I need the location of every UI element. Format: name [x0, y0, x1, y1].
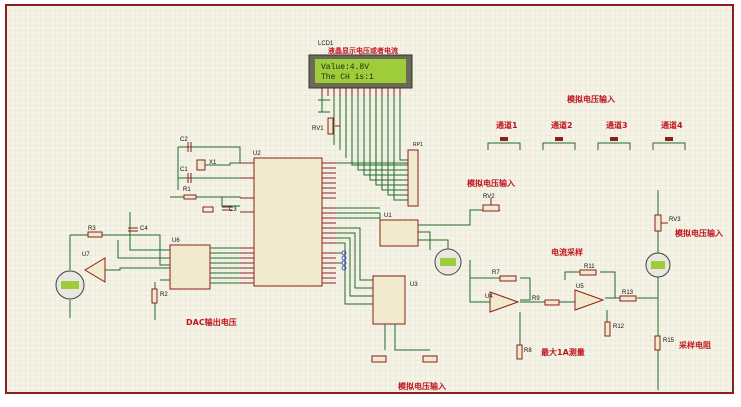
c4-capacitor[interactable] [128, 227, 138, 232]
opamp-u4[interactable] [489, 291, 520, 313]
r11-resistor[interactable] [579, 269, 597, 276]
u3-wires [384, 324, 430, 351]
rv2-ref: RV2 [483, 194, 495, 200]
lcd-ref: LCD1 [318, 41, 334, 47]
r12-resistor[interactable] [604, 321, 611, 337]
analog-input-top-label: 模拟电压输入 [567, 94, 615, 104]
r13-ref: R13 [622, 290, 634, 296]
c1-ref: C1 [180, 167, 188, 173]
u3-ref: U3 [410, 282, 418, 288]
u6-ref: U6 [172, 238, 180, 244]
sheet-border [5, 4, 734, 394]
channel-4-label: 通道4 [661, 120, 683, 130]
u1-ref: U1 [384, 213, 392, 219]
dac-u6[interactable] [169, 244, 211, 290]
mcu-u2[interactable] [240, 157, 336, 287]
reset-circuit[interactable] [170, 194, 241, 213]
r11-ref: R11 [584, 264, 595, 270]
bottom-potentiometers[interactable] [371, 355, 438, 363]
channel-switch-buttons [500, 137, 673, 141]
r7-resistor[interactable] [499, 275, 517, 282]
rv3-potentiometer[interactable] [654, 214, 668, 232]
r13-resistor[interactable] [619, 295, 637, 302]
button-pins [341, 250, 347, 271]
dac-output-label: DAC输出电压 [186, 317, 237, 327]
r1-ref: R1 [183, 187, 191, 193]
rv1-potentiometer[interactable] [327, 117, 340, 135]
current-sample-label: 电流采样 [551, 247, 583, 257]
analog-input-mid-label: 模拟电压输入 [467, 178, 515, 188]
opamp-u5[interactable] [574, 289, 605, 311]
adc-voltmeter[interactable] [434, 248, 462, 276]
u4-ref: U4 [485, 294, 493, 300]
c2-ref: C2 [180, 137, 188, 143]
dac-wires [69, 212, 240, 320]
mcu-port-wires [336, 162, 408, 305]
r7-ref: R7 [492, 270, 500, 276]
current-ammeter[interactable] [645, 252, 671, 278]
max-current-label: 最大1A测量 [541, 347, 585, 357]
r3-ref: R3 [88, 226, 96, 232]
lcd-bus-wires [318, 96, 408, 201]
r8-resistor[interactable] [516, 344, 523, 360]
adc-u1[interactable] [379, 219, 419, 247]
channel-1-label: 通道1 [496, 120, 518, 130]
rp1-resistor-pack[interactable] [407, 149, 419, 207]
opamp-u7[interactable] [84, 257, 106, 283]
lcd-line-2: The CH is:1 [321, 73, 374, 82]
rv3-ref: RV3 [669, 217, 681, 223]
x1-ref: X1 [209, 160, 217, 166]
sample-resistor-label: 采样电阻 [678, 340, 711, 350]
rv1-ref: RV1 [312, 126, 324, 132]
dac-voltmeter[interactable] [55, 270, 85, 300]
rv2-potentiometer[interactable] [482, 198, 500, 212]
channel-2-label: 通道2 [551, 120, 573, 130]
u5-ref: U5 [576, 284, 584, 290]
lcd-title: 液晶显示电压或者电流 [328, 46, 398, 55]
r9-ref: R9 [532, 296, 540, 302]
r3-resistor[interactable] [87, 231, 103, 238]
r2-resistor[interactable] [151, 288, 158, 304]
lcd-line-1: Value:4.8V [321, 63, 369, 72]
u7-ref: U7 [82, 252, 90, 258]
c3-ref: C3 [229, 207, 237, 213]
rp1-ref: RP1 [413, 142, 423, 148]
adc-u3[interactable] [372, 275, 406, 325]
u2-ref: U2 [253, 151, 261, 157]
analog-input-bottom-label: 模拟电压输入 [398, 381, 446, 391]
lcd-screen [315, 59, 406, 83]
channel-3-label: 通道3 [606, 120, 628, 130]
crystal-circuit[interactable] [177, 142, 241, 190]
r2-ref: R2 [160, 292, 168, 298]
c4-ref: C4 [140, 226, 148, 232]
channel-switches[interactable] [487, 142, 686, 150]
r15-resistor[interactable] [654, 335, 661, 351]
r9-resistor[interactable] [544, 299, 560, 306]
lcd-module[interactable]: Value:4.8V The CH is:1 [308, 54, 413, 96]
analog-input-right-label: 模拟电压输入 [675, 228, 723, 238]
r8-ref: R8 [524, 348, 532, 354]
r15-ref: R15 [663, 338, 675, 344]
r12-ref: R12 [613, 324, 625, 330]
